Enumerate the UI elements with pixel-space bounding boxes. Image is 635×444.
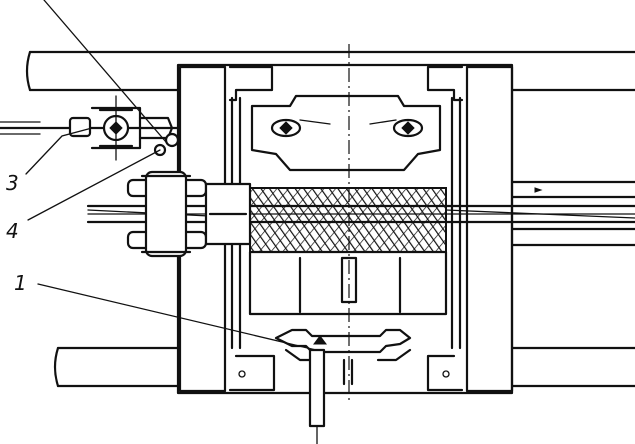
cable-block (249, 187, 447, 253)
lower-housing (248, 250, 448, 316)
callout-1: 1 (14, 271, 27, 295)
leader-lines (25, 0, 318, 444)
callout-3: 3 (6, 171, 19, 195)
upper-clamp-plate (250, 94, 442, 172)
left-pulley (126, 170, 252, 258)
left-bracket (0, 95, 180, 161)
right-rails (510, 180, 635, 247)
callout-4: 4 (6, 219, 19, 243)
